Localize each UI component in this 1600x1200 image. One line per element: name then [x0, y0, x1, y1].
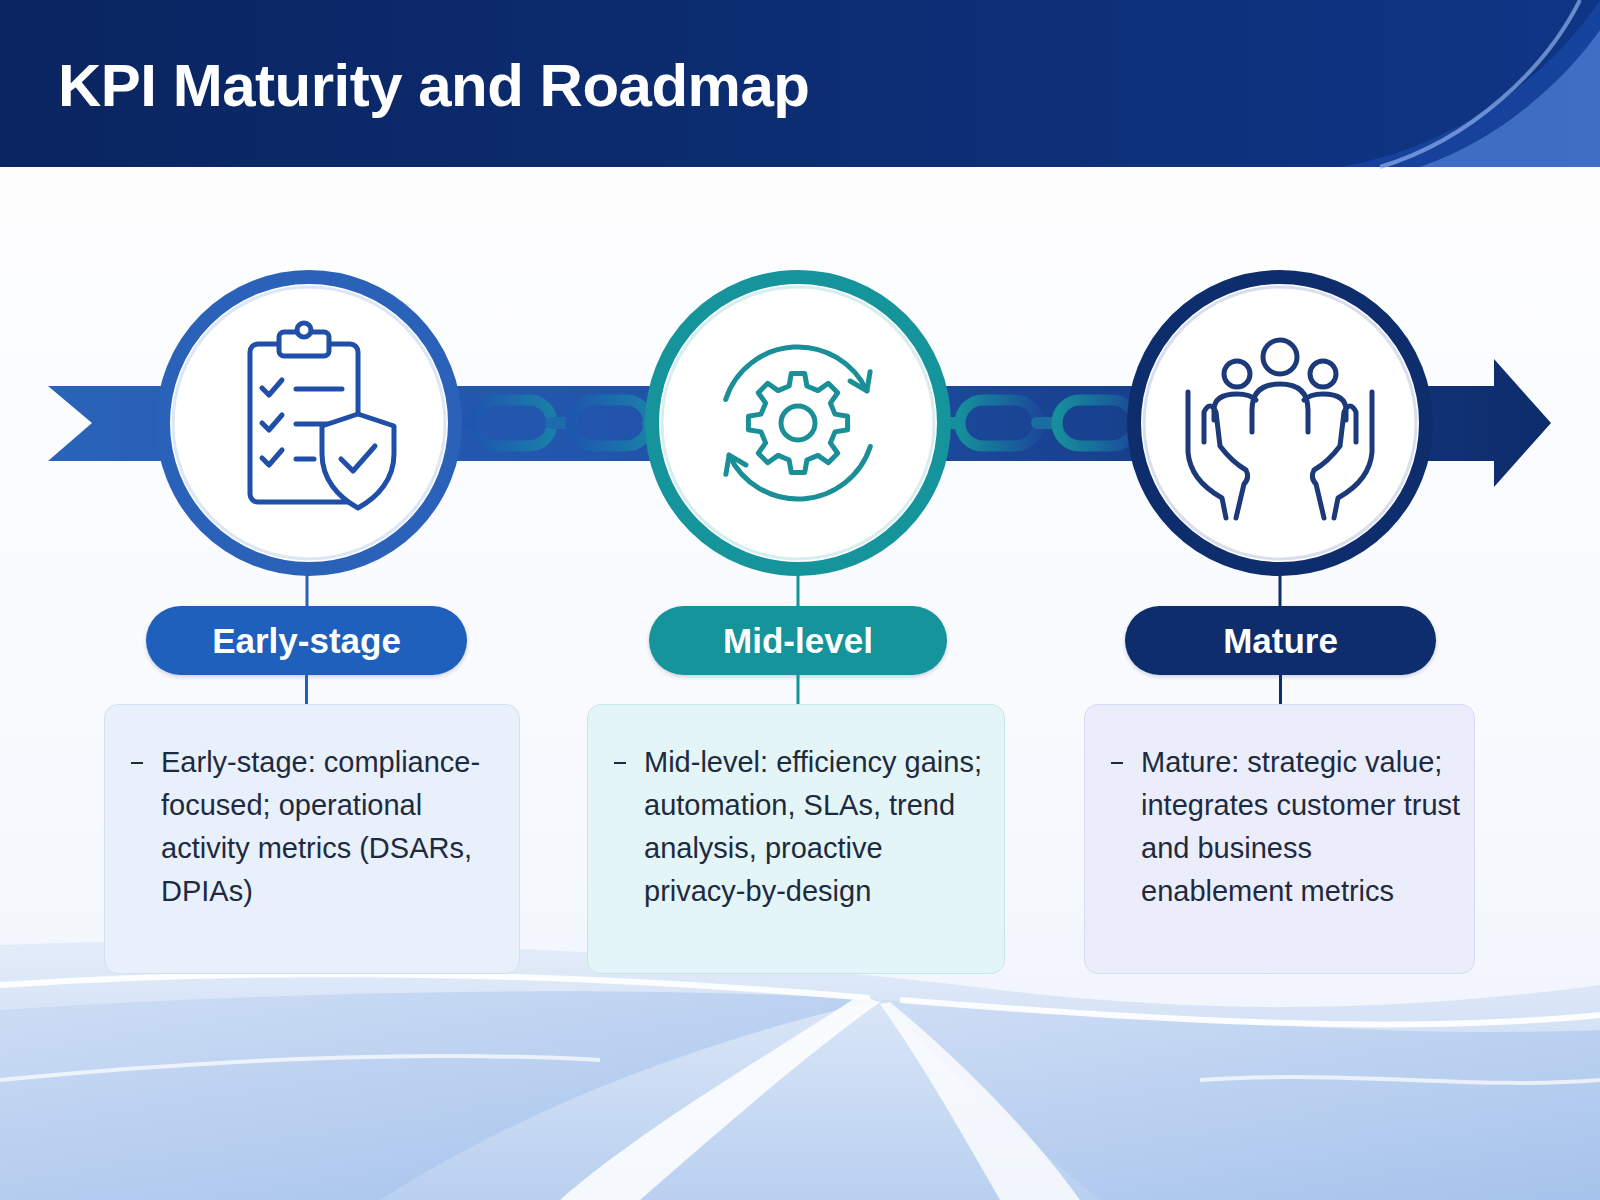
- wave-line: [0, 974, 870, 998]
- check-mark: [262, 415, 282, 430]
- chain-link: [960, 400, 1038, 446]
- stage-label: Mature: [1223, 621, 1338, 661]
- stage-description: Mature: strategic value; integrates cust…: [1141, 741, 1462, 913]
- description-box: Mature: strategic value; integrates cust…: [1084, 704, 1475, 974]
- person-head: [1263, 340, 1297, 374]
- cycle-arrow: [729, 447, 870, 500]
- cycle-arrow: [726, 347, 867, 400]
- description-box: Early-stage: compliance-focused; operati…: [104, 704, 520, 974]
- bottom-wave: [880, 1000, 1600, 1200]
- connector-line: [797, 675, 800, 704]
- person-body: [1214, 394, 1256, 420]
- shield-check: [341, 446, 375, 471]
- stage-circle-inner: [1144, 287, 1416, 559]
- clipboard-icon: [250, 323, 394, 508]
- wave-line: [0, 1056, 600, 1080]
- leader-line: [797, 569, 800, 606]
- road-stripe: [880, 1002, 1080, 1200]
- list-line: [296, 387, 342, 392]
- stage-description: Early-stage: compliance-focused; operati…: [161, 741, 507, 913]
- gear-cycle-icon: [726, 347, 871, 499]
- stage-pill: Early-stage: [146, 606, 467, 675]
- leader-line: [1279, 569, 1282, 606]
- header-swoosh: [1340, 0, 1600, 167]
- bottom-wave: [0, 991, 880, 1200]
- connector-line: [1279, 675, 1282, 704]
- person-head: [1310, 361, 1336, 387]
- header-band: [0, 0, 1600, 167]
- chain-link-group: [446, 400, 664, 446]
- shield-shape: [322, 414, 394, 508]
- connector-line: [305, 675, 308, 704]
- stage-circle-inner: [173, 287, 445, 559]
- stage-pill: Mature: [1125, 606, 1436, 675]
- gear-outline: [748, 373, 847, 472]
- bullet-dash: [1111, 762, 1123, 764]
- people-hands-icon: [1188, 340, 1372, 518]
- cycle-arrowhead: [850, 372, 870, 391]
- bullet-dash: [131, 762, 143, 764]
- stage-circle: [1134, 277, 1426, 569]
- description-box: Mid-level: efficiency gains; automation,…: [587, 704, 1005, 974]
- stage-label: Mid-level: [723, 621, 873, 661]
- hand-right: [1312, 406, 1356, 518]
- person-body: [1304, 394, 1346, 420]
- stage-circle: [652, 277, 944, 569]
- stage-description: Mid-level: efficiency gains; automation,…: [644, 741, 992, 913]
- bullet-dash: [614, 762, 626, 764]
- person-body: [1252, 384, 1308, 432]
- hand-left: [1204, 406, 1248, 518]
- chain-link: [571, 400, 649, 446]
- chain-link: [474, 400, 552, 446]
- header-swoosh: [1420, 30, 1600, 167]
- page-title: KPI Maturity and Roadmap: [58, 54, 809, 118]
- leader-line: [306, 569, 309, 606]
- stage-circle-inner: [662, 287, 934, 559]
- chain-link-group: [933, 400, 1150, 446]
- stage-pill: Mid-level: [649, 606, 947, 675]
- wave-line: [900, 1000, 1600, 1024]
- stage-circle: [163, 277, 455, 569]
- bottom-wave: [0, 941, 1600, 1200]
- wave-line: [1200, 1077, 1600, 1083]
- stage-label: Early-stage: [212, 621, 401, 661]
- header-swoosh: [1380, 0, 1580, 167]
- gear-hub: [781, 406, 815, 440]
- check-mark: [262, 380, 282, 395]
- road-stripe: [560, 995, 880, 1200]
- check-mark: [262, 450, 282, 465]
- person-head: [1224, 361, 1250, 387]
- cycle-arrowhead: [726, 455, 746, 474]
- clipboard-ring: [297, 323, 311, 337]
- chain-link: [1057, 400, 1135, 446]
- list-line: [296, 457, 314, 462]
